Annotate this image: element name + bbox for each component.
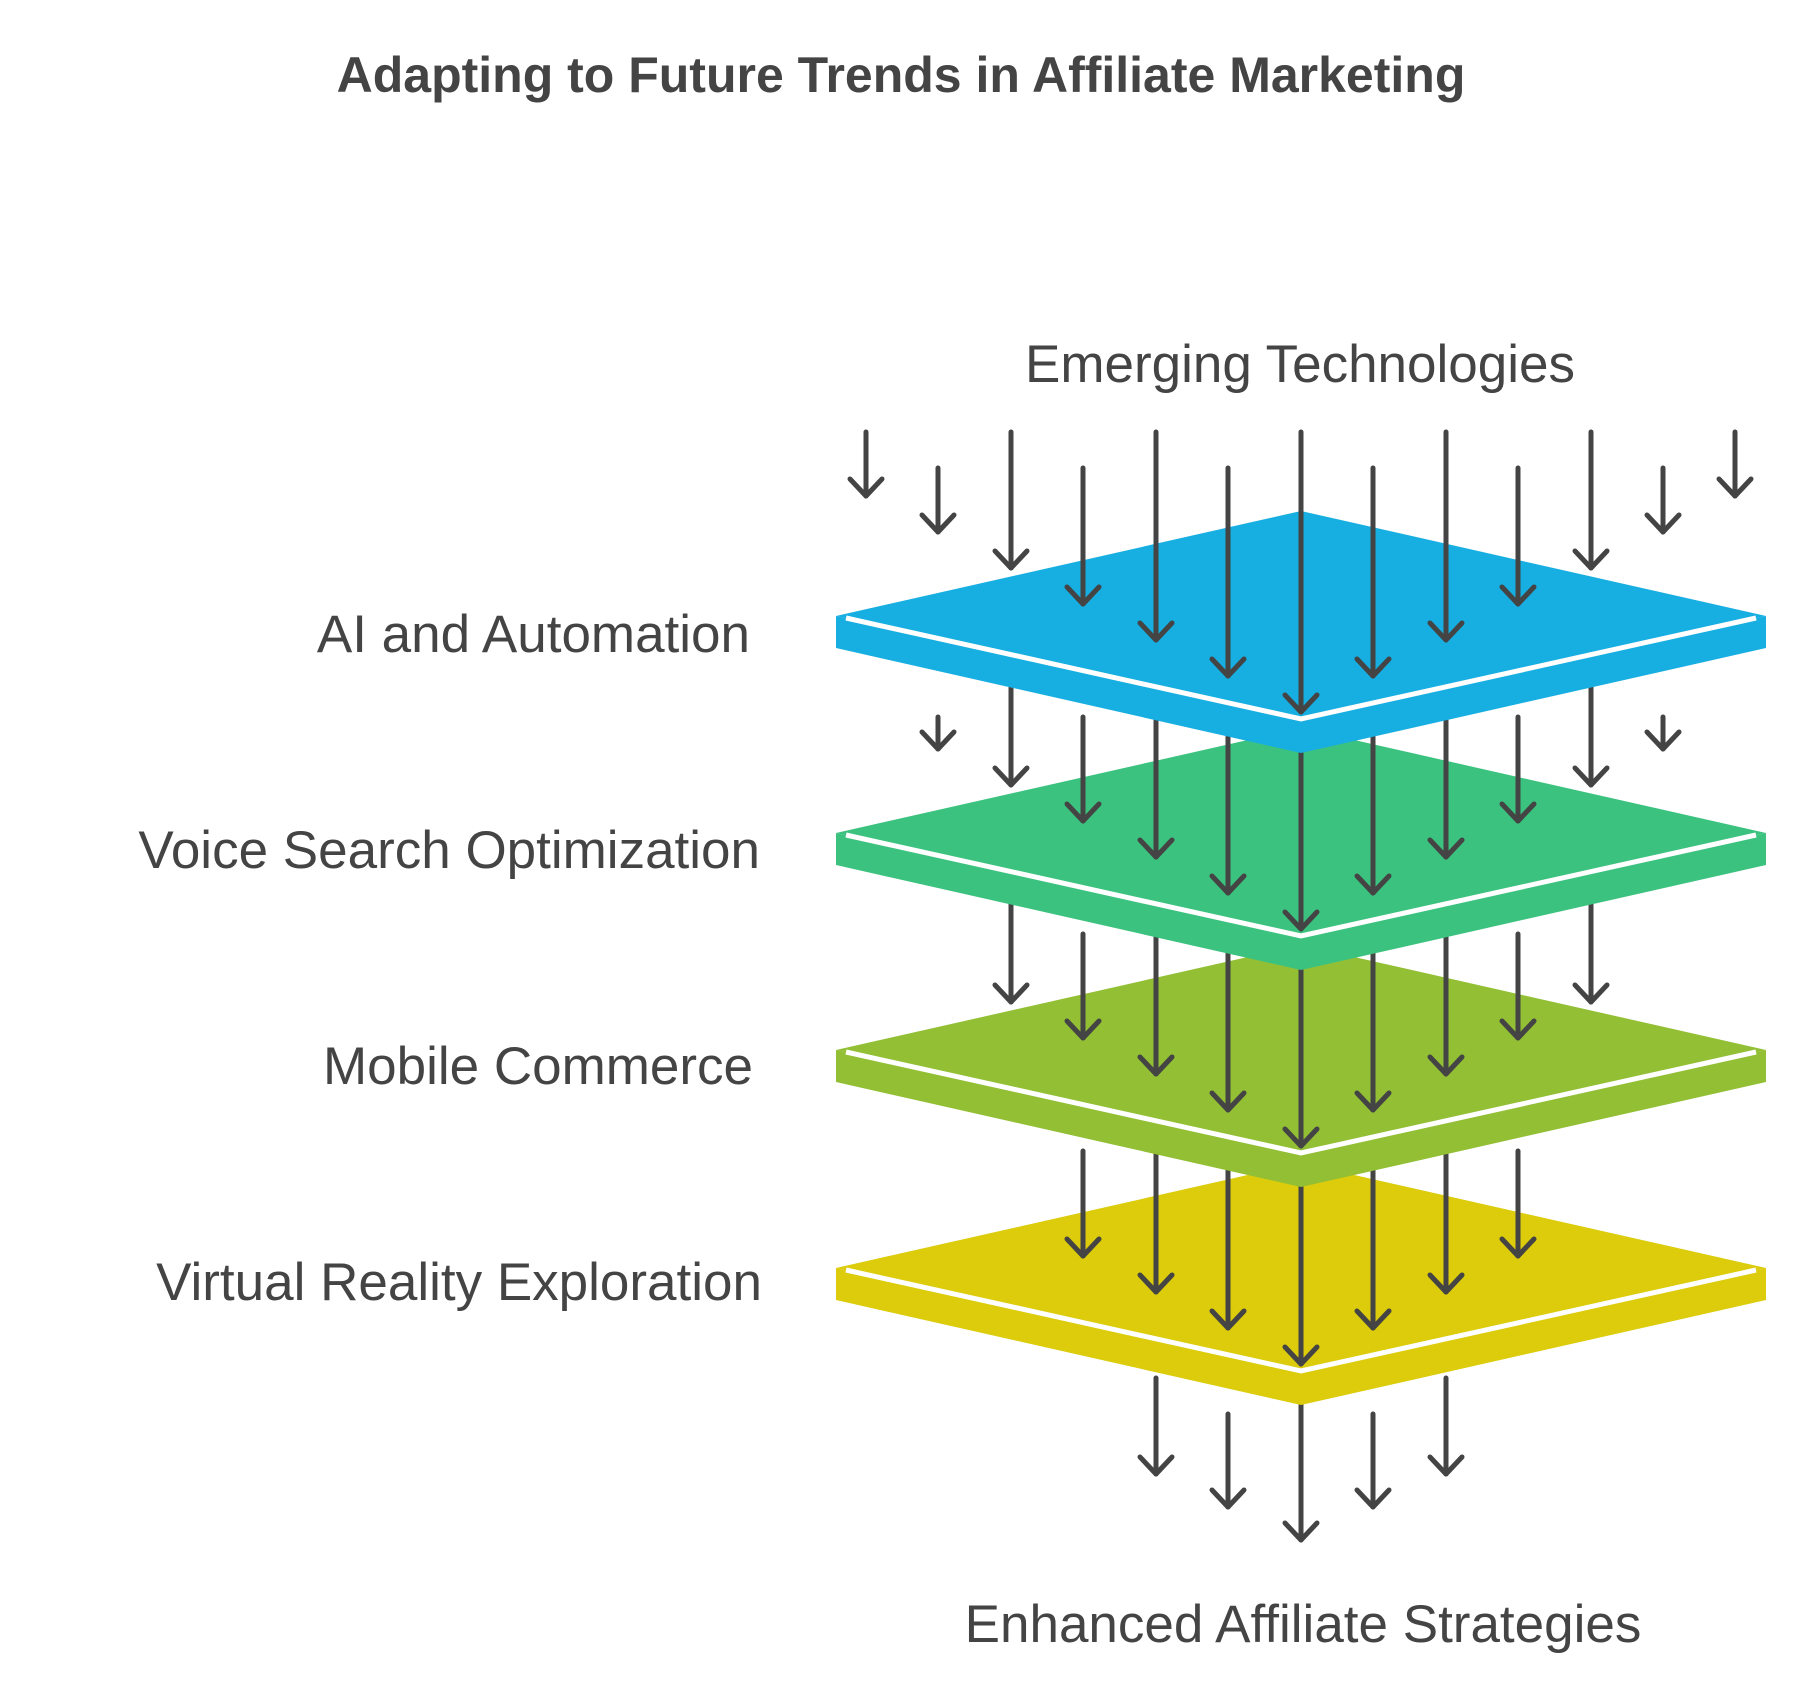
layer-side-left [836,616,1301,753]
layer-label-mobile-commerce: Mobile Commerce [323,1037,753,1096]
diagram-title: Adapting to Future Trends in Affiliate M… [337,47,1466,103]
layer-label-virtual-reality: Virtual Reality Exploration [156,1253,762,1312]
output-label: Enhanced Affiliate Strategies [965,1595,1642,1654]
flow-arrow [1354,714,1392,896]
flow-arrow [1209,714,1247,896]
flow-arrow [992,678,1030,788]
flow-arrow [1209,465,1247,679]
layer-edge-highlight [845,1049,1757,1156]
layer-label-voice-search: Voice Search Optimization [138,821,760,880]
flow-arrow [1064,465,1102,607]
layer-side-right [1301,1050,1766,1187]
arrow-set-3 [992,895,1610,1149]
flow-arrow [992,429,1030,571]
flow-arrow [1572,895,1610,1005]
flow-arrow [1499,714,1537,824]
flow-arrow [847,429,885,499]
flow-arrow [1354,1411,1392,1510]
flow-arrow [1137,1375,1175,1477]
flow-arrow [1499,1148,1537,1259]
flow-arrow [1644,714,1682,752]
layer-edge-highlight [845,615,1757,722]
flow-arrow [1064,714,1102,824]
flow-arrow [1644,465,1682,535]
flow-arrow [1499,931,1537,1041]
layer-side-right [1301,833,1766,970]
layer-side-left [836,1268,1301,1405]
flow-arrow [1354,931,1392,1113]
flow-arrow [919,465,957,535]
flow-arrow [1354,465,1392,679]
flow-arrow [1137,429,1175,643]
arrow-set-1 [847,429,1754,715]
layer-labels: AI and Automation Voice Search Optimizat… [138,605,762,1312]
flow-arrow [1064,931,1102,1041]
flow-arrow [1209,931,1247,1113]
layer-side-left [836,1050,1301,1187]
flow-arrow [1427,429,1465,643]
flow-arrow [1354,1148,1392,1331]
flow-arrow [1499,465,1537,607]
layer-side-right [1301,1268,1766,1405]
layer-edge-highlight [845,1267,1757,1374]
layer-edge-highlight [845,832,1757,939]
flow-arrow [992,895,1030,1005]
flow-arrow [1064,1148,1102,1259]
flow-arrow [1427,1375,1465,1477]
input-label: Emerging Technologies [1025,335,1575,394]
flow-arrow [1572,678,1610,788]
layer-stack [836,429,1766,1543]
flow-arrow [1209,1148,1247,1331]
flow-arrow [1572,429,1610,571]
flow-arrow [1716,429,1754,499]
layer-side-left [836,833,1301,970]
layer-label-ai-automation: AI and Automation [317,605,750,664]
flow-arrow [1209,1411,1247,1510]
flow-arrow [1282,429,1320,715]
flow-arrow [919,714,957,752]
layer-side-right [1301,616,1766,753]
